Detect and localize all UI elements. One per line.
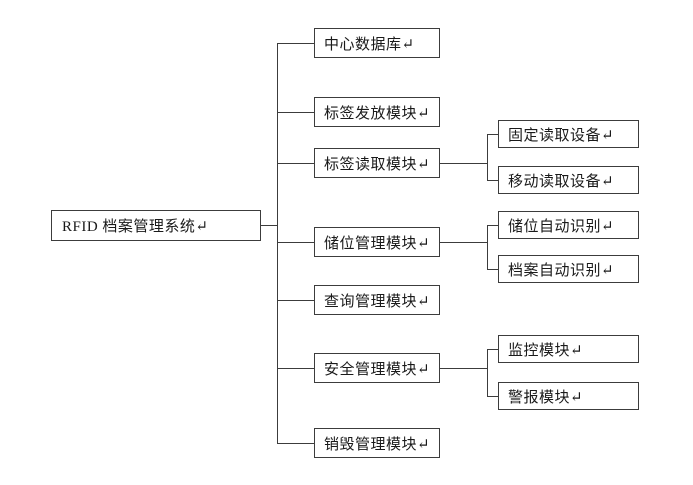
node-archive-auto-identification: 档案自动识别↵ bbox=[498, 255, 639, 283]
node-storage-auto-identification: 储位自动识别↵ bbox=[498, 211, 639, 239]
connector-trunk bbox=[277, 43, 278, 443]
connector-branch-tag-reading bbox=[277, 163, 314, 164]
connector-branch-tag-issuing bbox=[277, 112, 314, 113]
node-security-management-module: 安全管理模块↵ bbox=[314, 353, 440, 383]
connector-stub-alarm-module bbox=[487, 396, 498, 397]
node-label: 移动读取设备↵ bbox=[508, 173, 615, 190]
node-tag-issuing-module: 标签发放模块↵ bbox=[314, 97, 440, 127]
connector-branch-destruction-management bbox=[277, 443, 314, 444]
node-label: 销毁管理模块↵ bbox=[324, 436, 431, 453]
connector-storage-management-out bbox=[440, 242, 487, 243]
node-mobile-reading-device: 移动读取设备↵ bbox=[498, 166, 639, 194]
node-monitoring-module: 监控模块↵ bbox=[498, 335, 639, 363]
node-destruction-management-module: 销毁管理模块↵ bbox=[314, 428, 440, 458]
node-label: RFID 档案管理系统↵ bbox=[62, 219, 209, 235]
connector-stub-storage-auto-id bbox=[487, 225, 498, 226]
connector-branch-storage-management bbox=[277, 242, 314, 243]
connector-stub-fixed-reading-device bbox=[487, 134, 498, 135]
node-label: 标签读取模块↵ bbox=[324, 156, 431, 173]
connector-root-stub bbox=[261, 225, 277, 226]
connector-branch-central-database bbox=[277, 43, 314, 44]
connector-tag-reading-out bbox=[440, 163, 487, 164]
node-fixed-reading-device: 固定读取设备↵ bbox=[498, 120, 639, 148]
connector-storage-management-riser bbox=[487, 225, 488, 270]
node-label: 储位管理模块↵ bbox=[324, 235, 431, 252]
connector-security-management-riser bbox=[487, 349, 488, 397]
connector-stub-monitoring-module bbox=[487, 349, 498, 350]
node-label: 查询管理模块↵ bbox=[324, 293, 431, 310]
node-storage-management-module: 储位管理模块↵ bbox=[314, 227, 440, 257]
connector-branch-query-management bbox=[277, 300, 314, 301]
node-query-management-module: 查询管理模块↵ bbox=[314, 285, 440, 315]
node-label: 档案自动识别↵ bbox=[508, 262, 615, 279]
node-label: 警报模块↵ bbox=[508, 389, 584, 406]
node-tag-reading-module: 标签读取模块↵ bbox=[314, 148, 440, 178]
node-central-database: 中心数据库↵ bbox=[314, 28, 440, 58]
connector-branch-security-management bbox=[277, 368, 314, 369]
node-alarm-module: 警报模块↵ bbox=[498, 382, 639, 410]
connector-tag-reading-riser bbox=[487, 134, 488, 181]
node-label: 标签发放模块↵ bbox=[324, 105, 431, 122]
node-label: 监控模块↵ bbox=[508, 342, 584, 359]
connector-stub-mobile-reading-device bbox=[487, 180, 498, 181]
connector-stub-archive-auto-id bbox=[487, 269, 498, 270]
node-label: 固定读取设备↵ bbox=[508, 127, 615, 144]
node-rfid-archive-management-system: RFID 档案管理系统↵ bbox=[51, 210, 261, 241]
node-label: 储位自动识别↵ bbox=[508, 218, 615, 235]
node-label: 中心数据库↵ bbox=[324, 36, 415, 53]
connector-security-management-out bbox=[440, 368, 487, 369]
node-label: 安全管理模块↵ bbox=[324, 361, 431, 378]
